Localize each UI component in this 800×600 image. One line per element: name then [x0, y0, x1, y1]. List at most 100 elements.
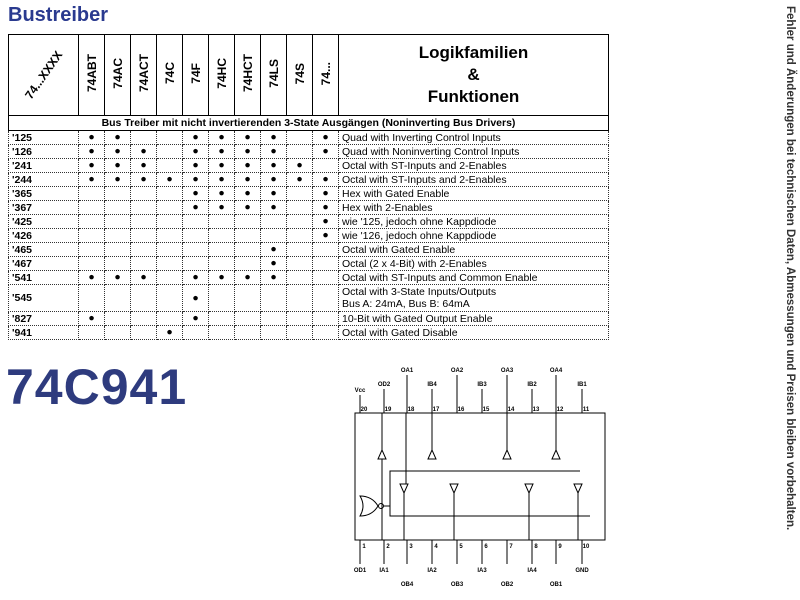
pin-number-bottom: 8: [534, 544, 538, 550]
availability-dot: ●: [182, 158, 209, 173]
availability-dot: ●: [312, 186, 339, 201]
availability-dot: ●: [182, 186, 209, 201]
table-row: '367●●●●●Hex with 2-Enables: [8, 200, 609, 215]
pin-label-bottom: OB3: [451, 582, 464, 588]
family-header: 74F: [182, 34, 209, 116]
empty-cell: [208, 242, 235, 257]
empty-cell: [234, 228, 261, 243]
empty-cell: [130, 130, 157, 145]
empty-cell: [130, 311, 157, 326]
empty-cell: [78, 284, 105, 312]
buffer-symbol: [399, 483, 409, 495]
availability-dot: ●: [104, 172, 131, 187]
availability-dot: ●: [78, 172, 105, 187]
empty-cell: [208, 256, 235, 271]
pin-label-bottom: IA4: [527, 568, 537, 574]
table-row: '541●●●●●●●Octal with ST-Inputs and Comm…: [8, 270, 609, 285]
availability-dot: ●: [260, 172, 287, 187]
family-header: 74LS: [260, 34, 287, 116]
pin-label-bottom: OB2: [501, 582, 514, 588]
part-code: '426: [8, 228, 79, 243]
corner-header: 74...XXXX: [8, 34, 79, 116]
function-description: Octal with Gated Disable: [338, 325, 609, 340]
pin-label-bottom: GND: [575, 568, 589, 574]
part-code: '244: [8, 172, 79, 187]
availability-dot: ●: [286, 172, 313, 187]
empty-cell: [286, 214, 313, 229]
availability-dot: ●: [312, 144, 339, 159]
availability-dot: ●: [312, 200, 339, 215]
part-code: '545: [8, 284, 79, 312]
pin-label-top: OD2: [378, 382, 391, 388]
availability-dot: ●: [312, 228, 339, 243]
pin-label-top: IB4: [427, 382, 437, 388]
pin-label-bottom: IA2: [427, 568, 437, 574]
nor-gate: [359, 495, 379, 517]
function-table: 74...XXXX 74ABT 74AC 74ACT 74C 74F 74HC …: [8, 34, 609, 340]
table-row: '244●●●●●●●●●●Octal with ST-Inputs and 2…: [8, 172, 609, 187]
empty-cell: [78, 214, 105, 229]
empty-cell: [286, 186, 313, 201]
availability-dot: ●: [130, 270, 157, 285]
function-line: Octal with 3-State Inputs/Outputs: [342, 286, 497, 298]
function-description: Hex with 2-Enables: [338, 200, 609, 215]
pin-label-bottom: OD1: [354, 568, 367, 574]
empty-cell: [78, 325, 105, 340]
pin-label-top: OA4: [550, 368, 563, 374]
function-line: Octal (2 x 4-Bit) with 2-Enables: [342, 257, 487, 270]
empty-cell: [78, 186, 105, 201]
function-line: Quad with Inverting Control Inputs: [342, 131, 501, 144]
part-number: 74C941: [6, 359, 188, 415]
empty-cell: [234, 325, 261, 340]
pin-number-bottom: 6: [484, 544, 488, 550]
availability-dot: ●: [182, 172, 209, 187]
function-description: Octal with Gated Enable: [338, 242, 609, 257]
empty-cell: [182, 242, 209, 257]
buffer-symbol: [502, 448, 512, 460]
availability-dot: ●: [130, 172, 157, 187]
empty-cell: [104, 311, 131, 326]
family-header: 74AC: [104, 34, 131, 116]
availability-dot: ●: [208, 158, 235, 173]
empty-cell: [182, 214, 209, 229]
function-description: Octal with ST-Inputs and Common Enable: [338, 270, 609, 285]
empty-cell: [286, 130, 313, 145]
function-description: Octal with ST-Inputs and 2-Enables: [338, 158, 609, 173]
empty-cell: [234, 284, 261, 312]
function-description: Hex with Gated Enable: [338, 186, 609, 201]
function-line: Octal with Gated Enable: [342, 243, 456, 256]
empty-cell: [104, 200, 131, 215]
empty-cell: [104, 214, 131, 229]
availability-dot: ●: [156, 172, 183, 187]
pin-number-top: 11: [583, 407, 590, 413]
empty-cell: [312, 158, 339, 173]
part-code: '465: [8, 242, 79, 257]
availability-dot: ●: [234, 144, 261, 159]
availability-dot: ●: [182, 311, 209, 326]
availability-dot: ●: [234, 172, 261, 187]
chip-body: [354, 412, 606, 541]
empty-cell: [208, 284, 235, 312]
empty-cell: [260, 284, 287, 312]
availability-dot: ●: [78, 311, 105, 326]
pin-number-top: 19: [385, 407, 392, 413]
empty-cell: [104, 256, 131, 271]
function-line: Bus A: 24mA, Bus B: 64mA: [342, 298, 470, 310]
empty-cell: [130, 325, 157, 340]
pin-label-bottom: OB1: [550, 582, 563, 588]
empty-cell: [156, 256, 183, 271]
empty-cell: [130, 200, 157, 215]
family-header: 74ABT: [78, 34, 105, 116]
empty-cell: [78, 228, 105, 243]
availability-dot: ●: [312, 130, 339, 145]
empty-cell: [130, 228, 157, 243]
function-description: Quad with Noninverting Control Inputs: [338, 144, 609, 159]
pin-label-bottom: IA3: [477, 568, 487, 574]
family-header: 74S: [286, 34, 313, 116]
empty-cell: [208, 325, 235, 340]
empty-cell: [286, 228, 313, 243]
pin-label-top: OA3: [501, 368, 514, 374]
empty-cell: [286, 200, 313, 215]
pin-label-top: OA1: [401, 368, 414, 374]
